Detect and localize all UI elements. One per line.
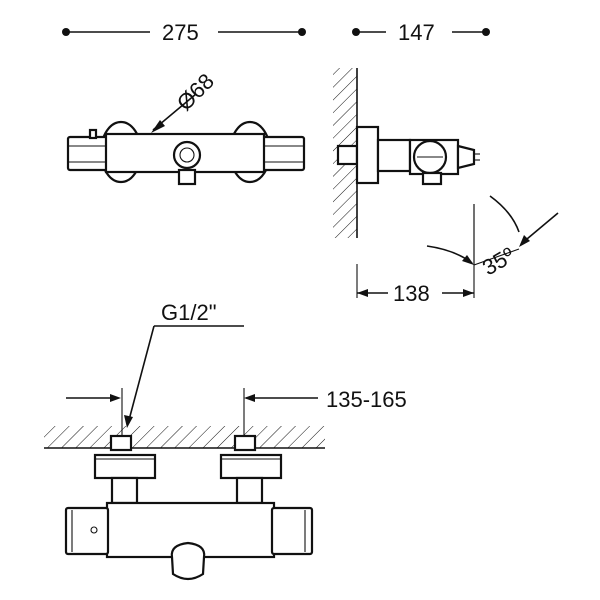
dimension-diameter: Ø68 <box>151 68 219 133</box>
side-view <box>333 68 480 238</box>
dimension-centers-label: 135-165 <box>326 387 407 412</box>
dimension-centers: 135-165 <box>66 387 407 436</box>
dimension-thread: G1/2" <box>124 300 244 428</box>
dimension-projection-label: 138 <box>393 281 430 306</box>
dimension-depth-label: 147 <box>398 20 435 45</box>
bottom-view <box>44 426 325 581</box>
dimension-angle: 35º <box>426 195 559 280</box>
dimension-width-top: 275 <box>62 20 306 45</box>
front-view <box>66 120 306 186</box>
dimension-projection: 138 <box>356 204 475 306</box>
dimension-thread-label: G1/2" <box>161 300 217 325</box>
dimension-depth-top: 147 <box>352 20 490 45</box>
dimension-angle-label: 35º <box>478 242 519 280</box>
dimension-width-label: 275 <box>162 20 199 45</box>
